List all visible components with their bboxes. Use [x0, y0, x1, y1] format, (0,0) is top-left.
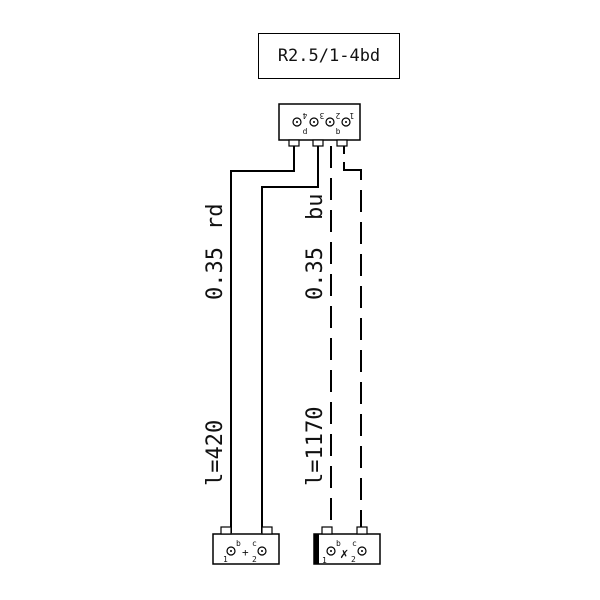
bl-pin-1: 1 — [223, 555, 228, 564]
bl-plus: + — [242, 546, 249, 559]
wire-left-inner — [261, 146, 319, 533]
right-gauge-label: 0.35 — [303, 247, 328, 300]
top-pin-4 — [292, 117, 302, 127]
top-pin-2 — [325, 117, 335, 127]
top-pin-label-3: 3 — [319, 111, 324, 120]
wire-left-outer — [230, 146, 295, 533]
br-pin-1: 1 — [322, 556, 327, 565]
bl-letter-c: c — [252, 539, 257, 548]
bottom-right-connector: 1 2 b c ✗ — [313, 526, 381, 565]
br-letter-c: c — [352, 539, 357, 548]
right-color-label: bu — [303, 194, 328, 221]
right-length-label: l=1170 — [303, 407, 328, 486]
left-length-label: l=420 — [203, 420, 228, 486]
br-cross: ✗ — [340, 546, 348, 562]
left-gauge-label: 0.35 — [203, 247, 228, 300]
bl-letter-b: b — [236, 539, 241, 548]
title-box: R2.5/1-4bd — [258, 33, 400, 79]
br-letter-b: b — [336, 539, 341, 548]
top-letter-b: b — [336, 127, 341, 136]
br-pin-2: 2 — [351, 555, 356, 564]
top-pin-3 — [309, 117, 319, 127]
left-color-label: rd — [203, 204, 228, 231]
title-label: R2.5/1-4bd — [277, 46, 381, 66]
bl-pin-2: 2 — [252, 555, 257, 564]
top-pin-label-1: 1 — [349, 111, 354, 120]
bottom-left-connector: 1 2 b c + — [212, 526, 280, 565]
wire-pair-left — [230, 146, 319, 533]
top-pin-1 — [341, 117, 351, 127]
top-pin-label-2: 2 — [335, 111, 340, 120]
top-pin-label-4: 4 — [302, 111, 307, 120]
top-connector: 1 2 3 4 b d — [278, 103, 361, 147]
top-letter-d: d — [303, 127, 308, 136]
